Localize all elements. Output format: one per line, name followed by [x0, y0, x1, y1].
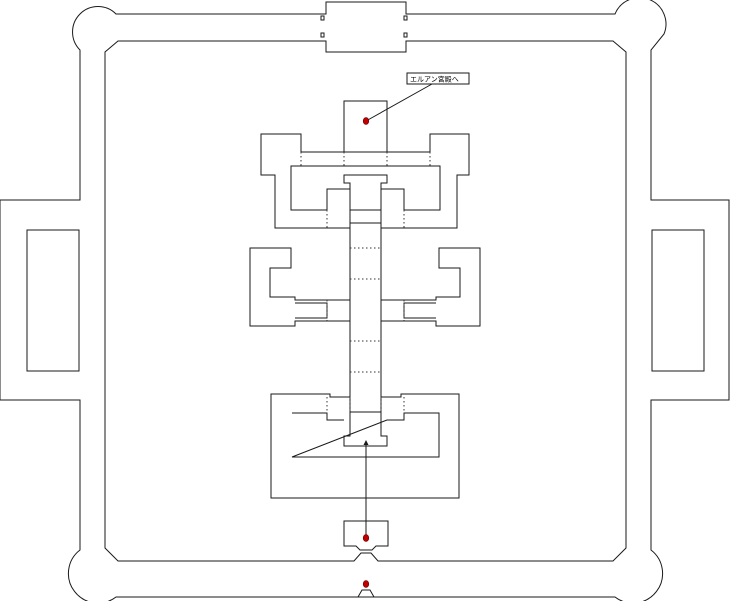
palace-entrance-marker[interactable] [362, 117, 370, 125]
south-gate-notch [357, 589, 375, 598]
destination-label: エルアン宮殿へ [410, 75, 459, 84]
north-tower [343, 100, 388, 153]
south-gatehouse [343, 520, 389, 551]
route-arrow-icon [363, 440, 369, 445]
east-bastion-room [651, 229, 705, 372]
north-gate-post [320, 15, 325, 21]
destination-label-box [406, 72, 470, 85]
north-gate-post [403, 32, 408, 38]
outer-gate-marker[interactable] [362, 580, 370, 588]
destination-leader-line [365, 83, 433, 122]
west-middle-wing-inner [295, 302, 328, 319]
gatehouse-start-marker[interactable] [362, 534, 370, 542]
east-middle-wing-inner [403, 302, 436, 319]
north-gate-post [320, 32, 325, 38]
central-spine [343, 174, 388, 447]
west-middle-wing [249, 247, 351, 327]
lower-wing-inner [291, 412, 440, 458]
north-gate-post [403, 15, 408, 21]
upper-wing-outer [260, 133, 470, 229]
outer-rampart-inner-edge [104, 40, 627, 562]
upper-wing-inner [290, 165, 441, 211]
west-bastion-room [26, 229, 80, 372]
east-middle-wing [380, 247, 481, 327]
